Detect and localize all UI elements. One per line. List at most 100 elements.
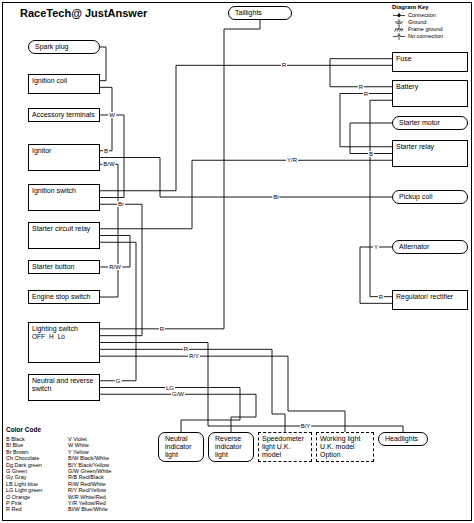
component-label: Working light U.K. model Option: [320, 435, 370, 459]
wire-color-code: W: [108, 112, 116, 118]
component-label: Engine stop switch: [32, 293, 96, 301]
wire-color-code: B: [103, 148, 109, 154]
wire: [100, 164, 118, 297]
key-heading: Diagram Key: [392, 4, 429, 11]
wire-color-code: B: [368, 151, 374, 157]
component-label: Accessory terminals: [32, 111, 96, 119]
indicator-light: Neutral indicator light: [158, 432, 204, 462]
headlights: Headlights: [378, 432, 428, 446]
switch-position: OFF: [32, 333, 45, 341]
wire: [360, 247, 392, 303]
wire-color-code: Y/R: [286, 157, 298, 163]
wire: [100, 242, 136, 381]
wire: [340, 94, 392, 147]
color-code-entry: R/W Red/White: [68, 481, 106, 488]
wire-color-code: LG: [165, 385, 175, 391]
color-code-entry: Dg Dark green: [6, 462, 42, 469]
component-label: Alternator: [399, 243, 461, 251]
component-label: Ignition switch: [32, 187, 96, 195]
color-code-entry: G/W Green/White: [68, 468, 111, 475]
color-code-entry: V Violet: [68, 436, 87, 443]
color-code-entry: B/W Black/White: [68, 455, 109, 462]
wire: [100, 236, 130, 268]
wire: [100, 343, 403, 433]
wire: [350, 123, 392, 154]
color-code-entry: O Orange: [6, 494, 30, 501]
color-code-entry: R/Y Red/Yellow: [68, 487, 106, 494]
color-code-entry: Bl Blue: [6, 442, 23, 449]
color-code-entry: Br Brown: [6, 449, 29, 456]
component-label: Starter relay: [396, 143, 464, 151]
key-row: Frame ground: [392, 26, 443, 33]
wire-color-code: R/W: [108, 264, 122, 270]
color-code-entry: R Red: [6, 506, 22, 513]
component-label: Battery: [396, 83, 464, 91]
component-label: Ignitor: [32, 147, 96, 155]
key-row: Ground: [392, 19, 443, 26]
component-label: Starter circuit relay: [32, 225, 96, 233]
color-code-entry: Y/R Yellow/Red: [68, 500, 106, 507]
component-label: Fuse: [396, 55, 464, 63]
color-code-entry: Bl/W Blue/White: [68, 506, 108, 513]
ignitor-box: Ignitor: [28, 144, 100, 171]
key-sample: [393, 13, 405, 17]
component-label: Pickup coil: [399, 193, 461, 201]
fuse: Fuse: [392, 52, 468, 72]
wire-color-code: R: [183, 346, 189, 352]
stop-switch: Engine stop switch: [28, 290, 100, 304]
wire-color-code: R: [358, 84, 364, 90]
wire-color-code: Br: [117, 201, 125, 207]
pickup-coil: Pickup coil: [392, 190, 468, 204]
wire: [330, 59, 392, 87]
neutral-switch: Neutral and reverse switch: [28, 374, 100, 401]
taillights: Taillights: [228, 6, 292, 20]
indicator-light: Reverse indicator light: [208, 432, 254, 462]
key-text: Connection: [408, 12, 436, 18]
wire-color-code: R: [363, 91, 369, 97]
regulator-rectifier: Regulator/ rectifier: [392, 290, 468, 310]
component-label: Lighting switch: [32, 325, 96, 333]
key-sample: [395, 19, 403, 25]
diagram-key: ConnectionGroundFrame groundNo connectio…: [392, 12, 443, 40]
wire: [100, 160, 392, 229]
wire-color-code: R: [281, 62, 287, 68]
starter-motor: Starter motor: [392, 116, 468, 130]
component-label: Ignition coil: [32, 77, 96, 85]
component-label: Starter motor: [399, 119, 461, 127]
ignition-coil: Ignition coil: [28, 74, 100, 94]
wire-color-code: Y: [373, 244, 379, 250]
accessory-terminals: Accessory terminals: [28, 108, 100, 122]
color-code-entry: B Black: [6, 436, 25, 443]
frame-border: [3, 3, 472, 521]
speedometer-light: Speedometer light U.K. model: [258, 432, 312, 462]
color-code-entry: G Green: [6, 468, 27, 475]
key-row: Connection: [392, 12, 443, 19]
wire-color-code: Bl: [272, 194, 279, 200]
color-code-entry: B/Y Black/Yellow: [68, 462, 109, 469]
key-sample: [393, 33, 405, 40]
color-code-entry: W/R White/Red: [68, 494, 106, 501]
color-code-entry: Y Yellow: [68, 449, 89, 456]
color-code-entry: LB Light blue: [6, 481, 38, 488]
key-sample: [395, 26, 404, 32]
wire-color-code: R: [378, 294, 384, 300]
component-label: Spark plug: [35, 43, 93, 51]
component-label: Starter button: [32, 263, 96, 271]
component-label: Speedometer light U.K. model: [262, 435, 308, 459]
wire-color-code: G/W: [171, 391, 185, 397]
key-text: Frame ground: [408, 26, 443, 32]
ignition-switch: Ignition switch: [28, 184, 100, 211]
wire: [100, 65, 392, 190]
key-symbol: [392, 33, 406, 40]
component-label: Headlights: [385, 435, 421, 443]
color-code-entry: Gy Gray: [6, 474, 26, 481]
switch-position: Lo: [58, 333, 65, 341]
key-text: No connection: [408, 33, 443, 39]
key-row: No connection: [392, 33, 443, 40]
component-label: Neutral indicator light: [165, 435, 197, 459]
alternator: Alternator: [392, 240, 468, 254]
starter-relay: Starter relay: [392, 140, 468, 167]
lighting-switch: Lighting switchOFFHLo: [28, 322, 100, 363]
starter-button: Starter button: [28, 260, 100, 274]
watermark: RaceTech@ JustAnswer: [20, 7, 147, 19]
